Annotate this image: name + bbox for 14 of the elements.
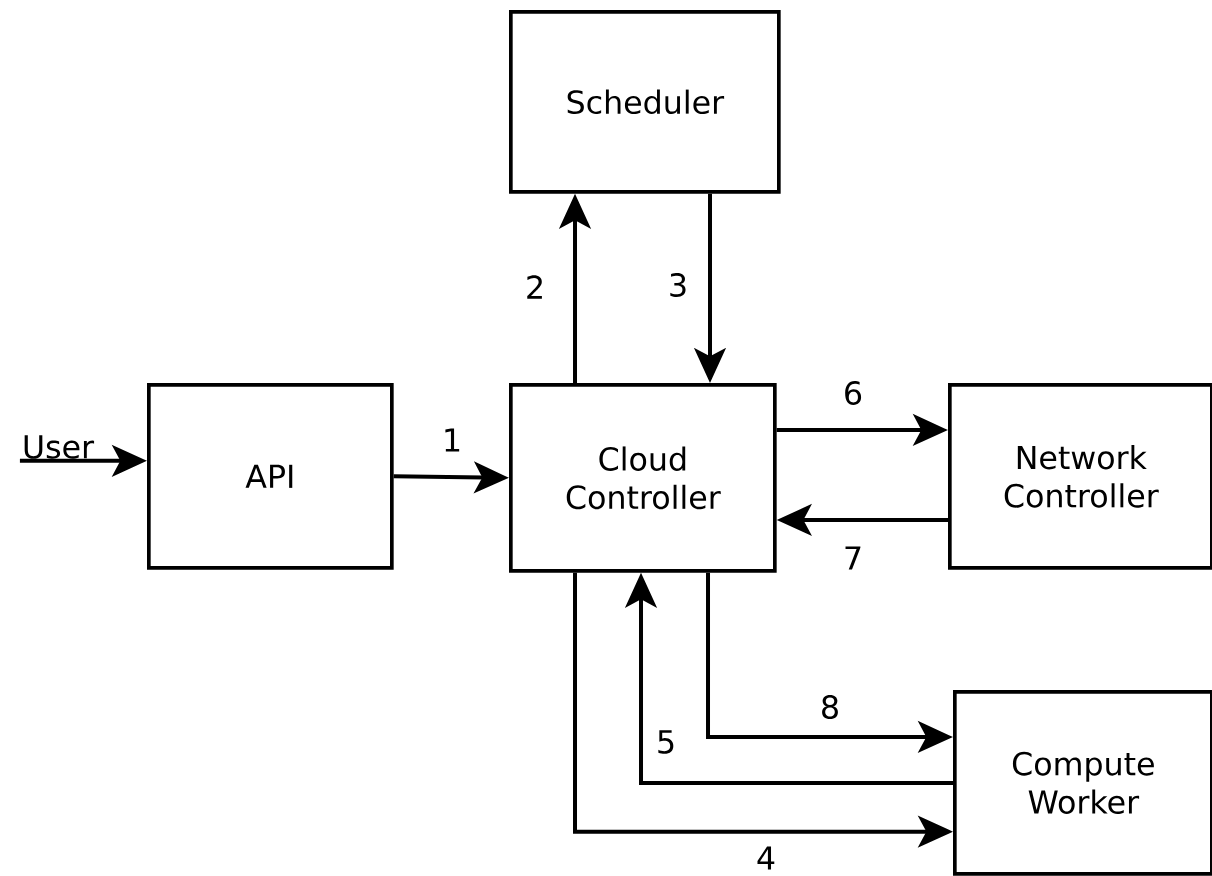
edge-label: 2 xyxy=(523,273,547,301)
edge-label: 8 xyxy=(818,693,842,721)
edge-label: 3 xyxy=(666,271,690,299)
edge-label: 7 xyxy=(841,544,865,572)
edge-label: 4 xyxy=(754,844,778,872)
bare-label: User xyxy=(24,435,95,459)
process-box: Compute Worker xyxy=(953,690,1212,876)
process-box: API xyxy=(147,383,394,570)
process-box: Cloud Controller xyxy=(509,383,777,573)
process-box: Network Controller xyxy=(948,383,1212,570)
edge-label: 1 xyxy=(440,426,464,454)
edge-label: 6 xyxy=(841,379,865,407)
edge-label: 5 xyxy=(654,728,678,756)
process-box: Scheduler xyxy=(509,10,781,194)
